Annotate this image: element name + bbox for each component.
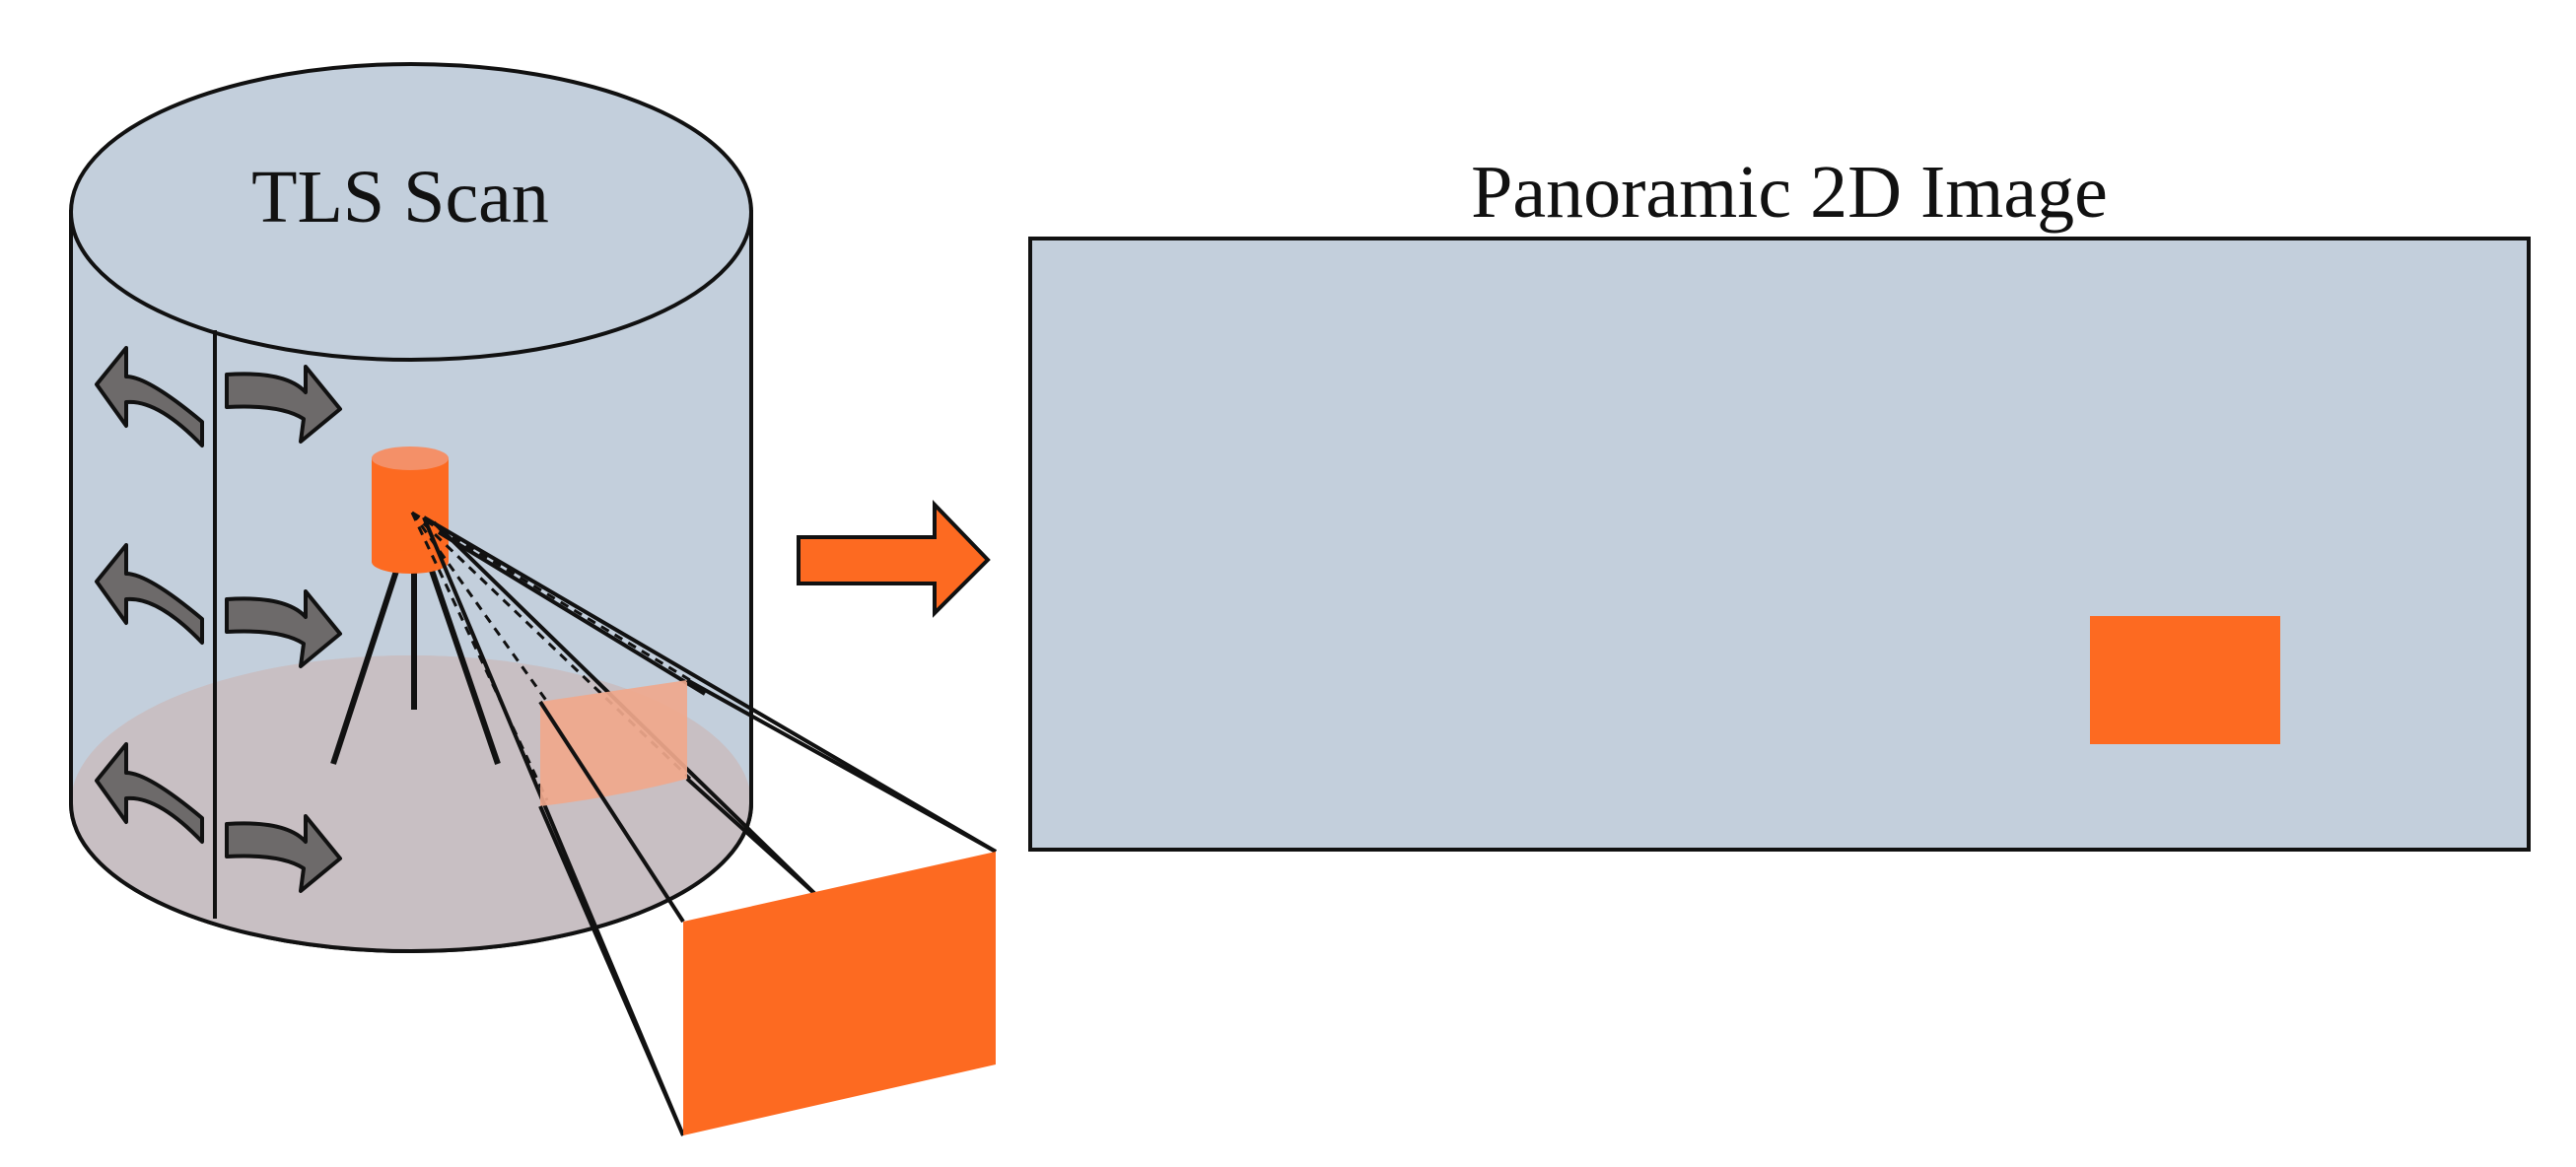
projection-frustum [538, 678, 997, 1136]
curved-arrow-icon [225, 589, 342, 668]
projected-image-patch [683, 852, 996, 1135]
curved-arrow-icon [225, 365, 342, 444]
right-arrow-icon [797, 500, 991, 618]
curved-arrow-icon [95, 543, 204, 645]
cylinder-bottom-edge [69, 802, 753, 953]
rotation-arrows [95, 346, 342, 893]
scanner-icon [372, 446, 449, 574]
scan-patch-on-wall [540, 680, 687, 806]
curved-arrow-icon [95, 742, 204, 844]
curved-arrow-icon [95, 346, 204, 447]
scanner-tripod [330, 561, 501, 765]
panorama-title: Panoramic 2D Image [1471, 151, 2108, 234]
cylinder-top [69, 62, 753, 362]
panorama-highlight-region [2090, 616, 2280, 744]
curved-arrow-icon [225, 814, 342, 893]
scan-title: TLS Scan [251, 156, 549, 239]
panoramic-image-panel [1028, 237, 2531, 852]
